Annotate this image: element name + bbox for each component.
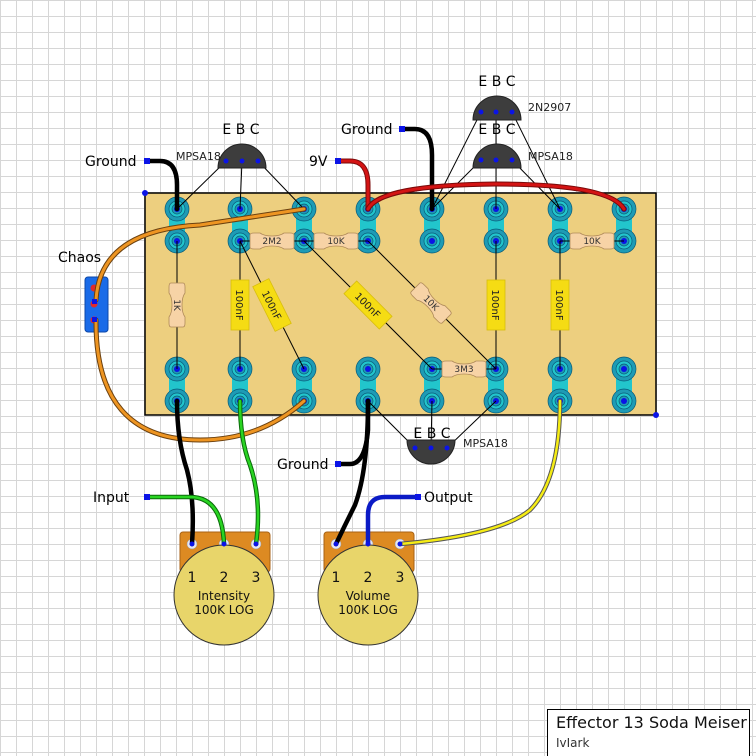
capacitor-c4-value: 100nF bbox=[489, 289, 500, 320]
transistor-q1-model: MPSA18 bbox=[176, 150, 221, 163]
pot-intensity-pin-1: 1 bbox=[188, 570, 197, 586]
project-title: Effector 13 Soda Meiser bbox=[556, 713, 747, 732]
wires bbox=[93, 126, 627, 547]
capacitor-c5[interactable]: 100nF bbox=[550, 279, 570, 331]
resistor-r5-value: 3M3 bbox=[454, 365, 473, 375]
transistor-q3-model: MPSA18 bbox=[528, 150, 573, 163]
capacitor-c5-value: 100nF bbox=[553, 289, 564, 320]
label-output: Output bbox=[424, 490, 473, 506]
resistor-r3[interactable]: 10K bbox=[313, 232, 359, 250]
wire-ground-top[interactable] bbox=[399, 126, 435, 212]
label-ground-bottom: Ground bbox=[277, 457, 329, 473]
chaos-switch[interactable]: Chaos bbox=[58, 250, 109, 333]
transistor-q2-model: 2N2907 bbox=[528, 101, 571, 114]
solder-pad[interactable] bbox=[611, 356, 637, 382]
transistor-q4-model: MPSA18 bbox=[463, 437, 508, 450]
transistor-q2-pins: E B C bbox=[478, 74, 515, 90]
pot-volume-value: 100K LOG bbox=[338, 603, 398, 617]
pot-volume-pin-2: 2 bbox=[364, 570, 373, 586]
pot-volume-name: Volume bbox=[346, 589, 391, 603]
resistor-r6-value: 10K bbox=[583, 237, 601, 247]
wire-ground-left[interactable] bbox=[144, 158, 180, 212]
label-input: Input bbox=[93, 490, 130, 506]
solder-pad[interactable] bbox=[611, 388, 637, 414]
wire-intensity-pin3[interactable] bbox=[237, 398, 261, 547]
transistor-q1-pins: E B C bbox=[222, 122, 259, 138]
resistor-r5[interactable]: 3M3 bbox=[441, 360, 487, 378]
title-block: Effector 13 Soda Meiser IvIark bbox=[547, 709, 750, 756]
pot-intensity-value: 100K LOG bbox=[194, 603, 254, 617]
pot-intensity-name: Intensity bbox=[198, 589, 250, 603]
transistor-q2[interactable]: E B C 2N2907 bbox=[472, 74, 571, 121]
capacitor-c4[interactable]: 100nF bbox=[486, 279, 506, 331]
board-corner-node bbox=[142, 190, 148, 196]
project-author: IvIark bbox=[556, 736, 590, 750]
strip bbox=[611, 356, 637, 414]
wire-volume-pin1[interactable] bbox=[333, 398, 371, 547]
capacitor-c1-value: 100nF bbox=[233, 289, 244, 320]
transistor-q4[interactable]: E B C MPSA18 bbox=[406, 426, 508, 465]
board-corner-node bbox=[653, 412, 659, 418]
pot-intensity-pin-3: 3 bbox=[252, 570, 261, 586]
label-ground-left: Ground bbox=[85, 154, 137, 170]
solder-pad[interactable] bbox=[419, 228, 445, 254]
stripboard bbox=[144, 192, 657, 416]
strip bbox=[547, 196, 573, 254]
resistor-r2[interactable]: 2M2 bbox=[249, 232, 295, 250]
transistor-q1[interactable]: E B C MPSA18 bbox=[176, 122, 267, 169]
resistor-r2-value: 2M2 bbox=[262, 237, 281, 247]
pot-volume-pin-1: 1 bbox=[332, 570, 341, 586]
pot-volume[interactable]: 1 2 3 Volume 100K LOG bbox=[317, 531, 419, 646]
wire-volume-pin3[interactable] bbox=[397, 398, 563, 547]
transistor-q3-pins: E B C bbox=[478, 122, 515, 138]
chaos-label: Chaos bbox=[58, 250, 101, 266]
wire-output[interactable] bbox=[365, 494, 421, 547]
wire-end-nodes bbox=[92, 126, 421, 547]
transistor-q3[interactable]: E B C MPSA18 bbox=[472, 122, 573, 169]
wire-intensity-pin1[interactable] bbox=[174, 398, 196, 547]
resistor-r3-value: 10K bbox=[327, 237, 345, 247]
pot-intensity-pin-2: 2 bbox=[220, 570, 229, 586]
capacitor-c1[interactable]: 100nF bbox=[230, 279, 250, 331]
pot-intensity[interactable]: 1 2 3 Intensity 100K LOG bbox=[173, 531, 275, 646]
label-ground-top: Ground bbox=[341, 122, 393, 138]
resistor-r6[interactable]: 10K bbox=[569, 232, 615, 250]
solder-pad[interactable] bbox=[355, 356, 381, 382]
resistor-r1[interactable]: 1K bbox=[168, 282, 186, 328]
pot-volume-pin-3: 3 bbox=[396, 570, 405, 586]
transistor-q4-pins: E B C bbox=[413, 426, 450, 442]
resistor-r1-value: 1K bbox=[171, 299, 181, 312]
label-9v: 9V bbox=[309, 154, 328, 170]
